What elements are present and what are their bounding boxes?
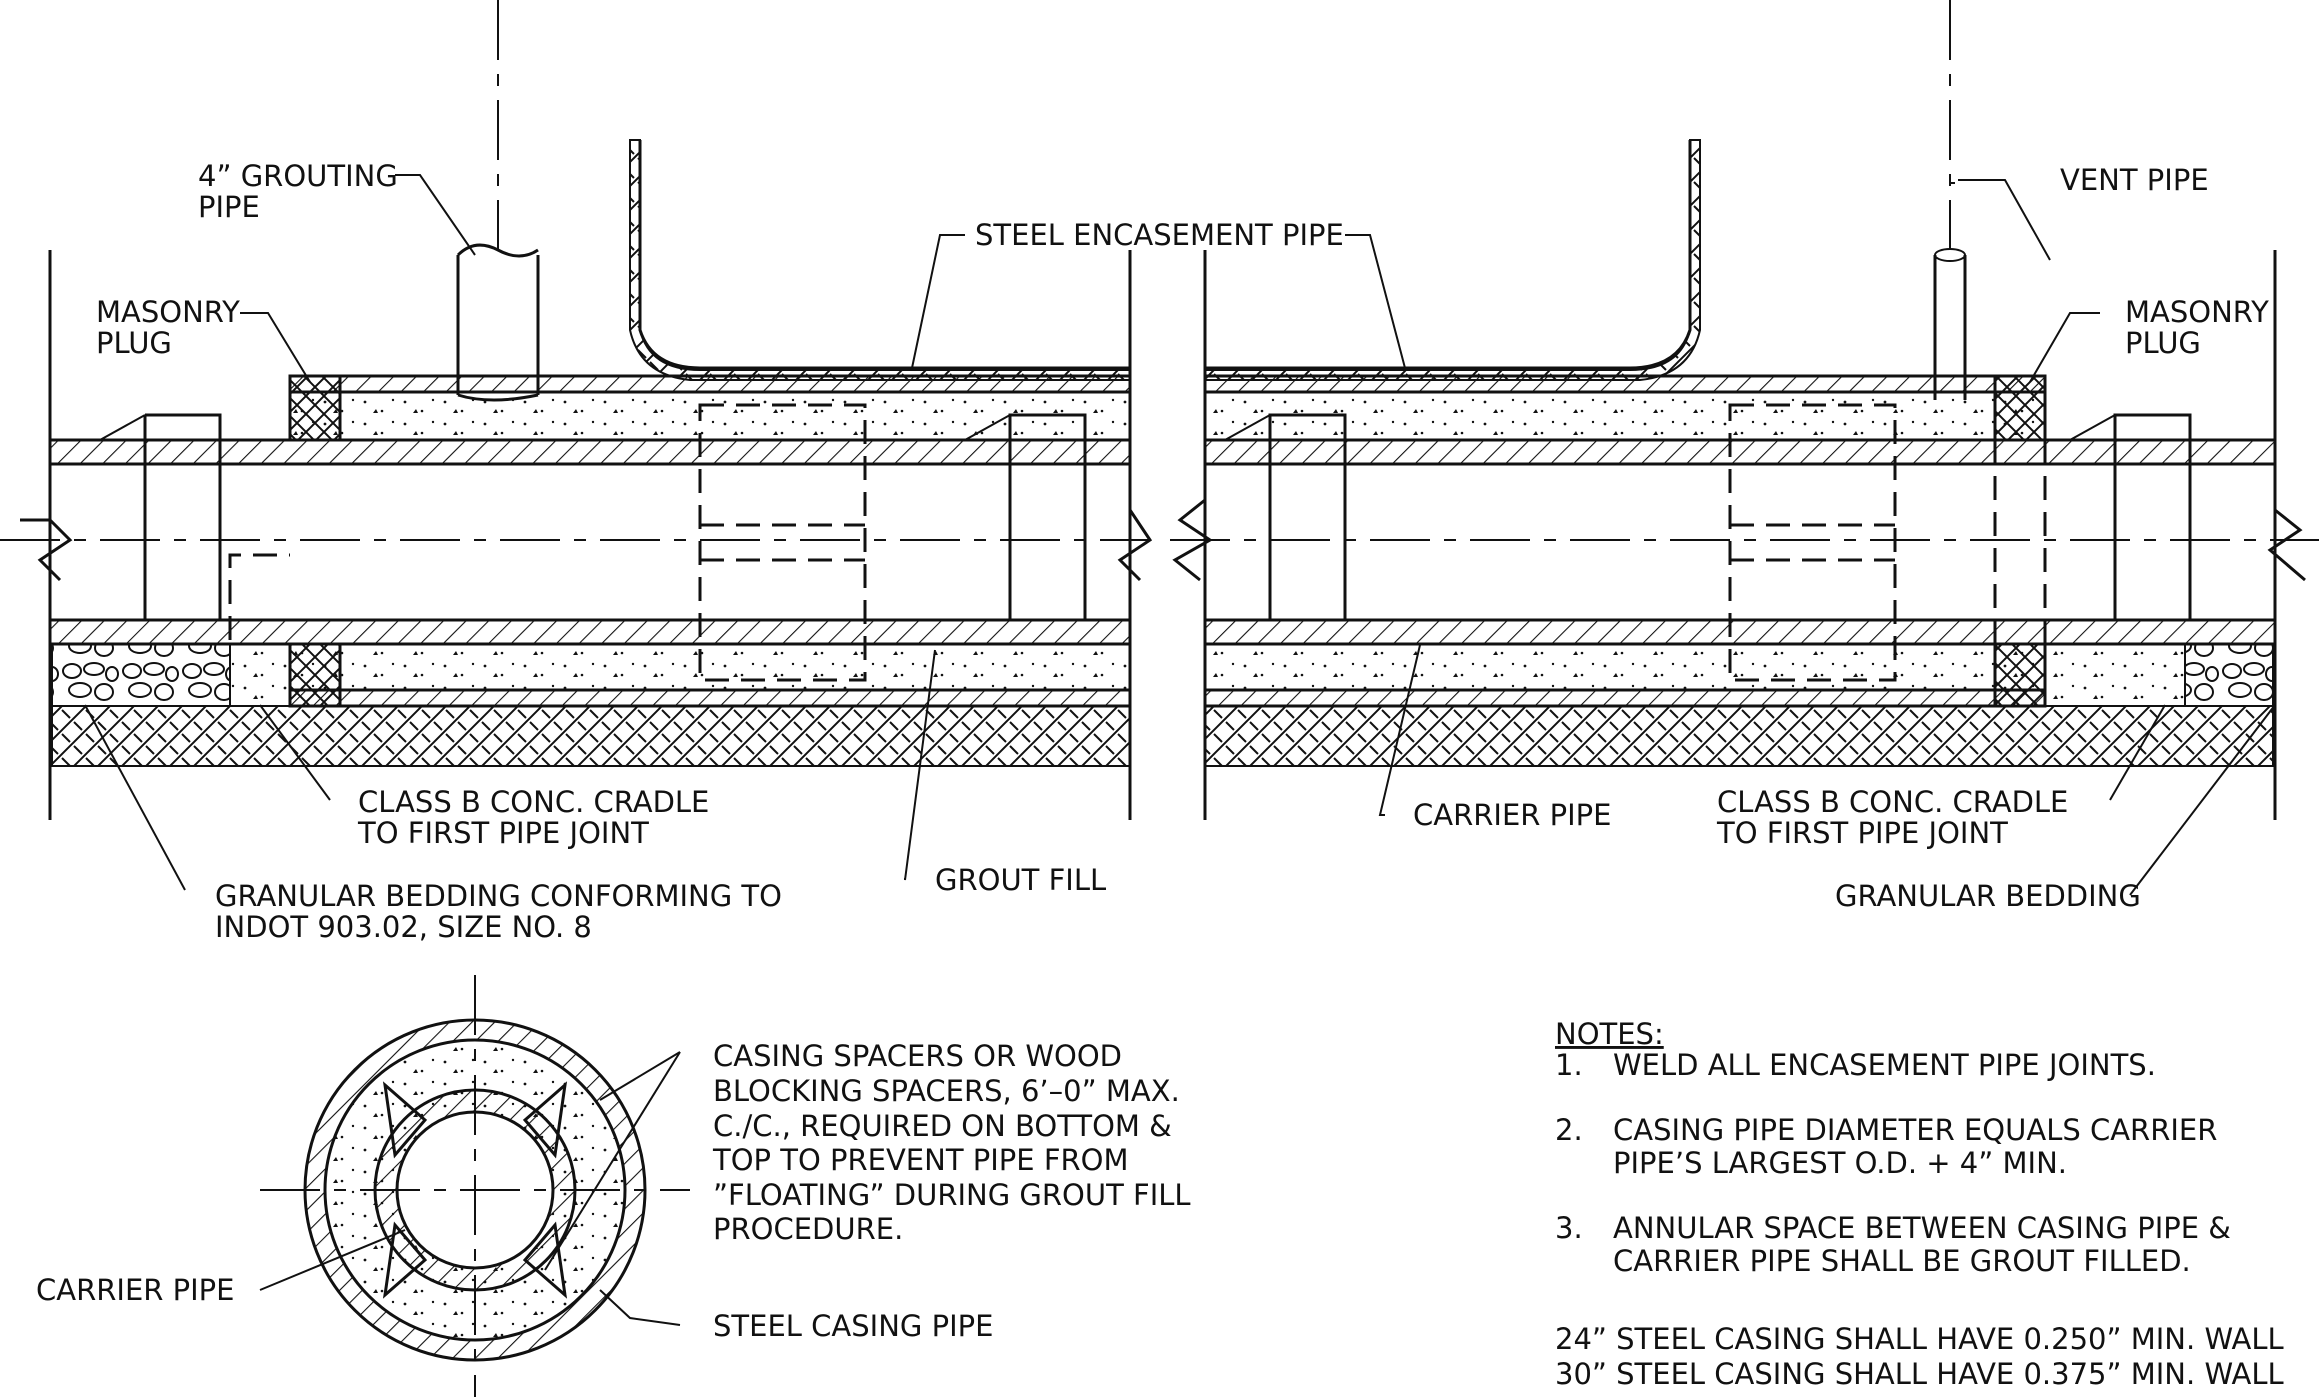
svg-text:2.: 2. xyxy=(1555,1113,1583,1147)
masonry-plug-right-label: MASONRY xyxy=(2125,295,2269,329)
cross-section xyxy=(260,975,690,1397)
leader-lines xyxy=(84,174,2276,1326)
svg-text:TOP TO PREVENT PIPE FROM: TOP TO PREVENT PIPE FROM xyxy=(712,1143,1129,1177)
svg-text:30” STEEL CASING SHALL HAVE 0.: 30” STEEL CASING SHALL HAVE 0.375” MIN. … xyxy=(1555,1357,2284,1391)
masonry-plug-left-label: MASONRY xyxy=(96,295,240,329)
svg-text:TO FIRST PIPE JOINT: TO FIRST PIPE JOINT xyxy=(357,816,649,850)
svg-text:TO FIRST PIPE JOINT: TO FIRST PIPE JOINT xyxy=(1716,816,2008,850)
svg-text:PROCEDURE.: PROCEDURE. xyxy=(713,1212,903,1246)
class-b-cradle-left-label: CLASS B CONC. CRADLE xyxy=(358,785,709,819)
svg-text:PIPE’S LARGEST O.D. + 4” MIN.: PIPE’S LARGEST O.D. + 4” MIN. xyxy=(1613,1146,2067,1180)
notes: NOTES: 1. WELD ALL ENCASEMENT PIPE JOINT… xyxy=(1555,1017,2284,1391)
svg-text:1.: 1. xyxy=(1555,1048,1583,1082)
carrier-pipe-right-label: CARRIER PIPE xyxy=(1413,798,1611,832)
svg-text:”FLOATING” DURING GROUT FILL: ”FLOATING” DURING GROUT FILL xyxy=(713,1178,1191,1212)
svg-text:MASONRY: MASONRY xyxy=(96,295,240,329)
left-section xyxy=(0,0,1153,820)
svg-text:CARRIER PIPE SHALL BE GROUT FI: CARRIER PIPE SHALL BE GROUT FILLED. xyxy=(1613,1244,2191,1278)
svg-text:CARRIER PIPE: CARRIER PIPE xyxy=(36,1273,234,1307)
svg-text:4” GROUTING: 4” GROUTING xyxy=(198,159,398,193)
svg-text:PLUG: PLUG xyxy=(96,326,172,360)
labels: 4” GROUTING PIPE MASONRY PLUG STEEL ENCA… xyxy=(36,159,2269,1343)
casing-spacers-label: CASING SPACERS OR WOOD xyxy=(713,1039,1122,1073)
svg-text:PLUG: PLUG xyxy=(2125,326,2201,360)
svg-text:CLASS B CONC. CRADLE: CLASS B CONC. CRADLE xyxy=(358,785,709,819)
svg-text:STEEL ENCASEMENT PIPE: STEEL ENCASEMENT PIPE xyxy=(975,218,1344,252)
note-1: WELD ALL ENCASEMENT PIPE JOINTS. xyxy=(1613,1048,2156,1082)
svg-text:ANNULAR SPACE BETWEEN CASING P: ANNULAR SPACE BETWEEN CASING PIPE & xyxy=(1613,1211,2231,1245)
svg-text:CARRIER PIPE: CARRIER PIPE xyxy=(1413,798,1611,832)
note-2: CASING PIPE DIAMETER EQUALS CARRIER xyxy=(1613,1113,2217,1147)
right-section xyxy=(1170,0,2319,820)
svg-text:24” STEEL CASING SHALL HAVE 0.: 24” STEEL CASING SHALL HAVE 0.250” MIN. … xyxy=(1555,1322,2284,1356)
svg-text:C./C., REQUIRED ON BOTTOM &: C./C., REQUIRED ON BOTTOM & xyxy=(713,1109,1172,1143)
svg-text:GRANULAR BEDDING: GRANULAR BEDDING xyxy=(1835,879,2141,913)
svg-text:CASING SPACERS OR WOOD: CASING SPACERS OR WOOD xyxy=(713,1039,1122,1073)
svg-text:CASING PIPE DIAMETER EQUALS CA: CASING PIPE DIAMETER EQUALS CARRIER xyxy=(1613,1113,2217,1147)
note-3: ANNULAR SPACE BETWEEN CASING PIPE & xyxy=(1613,1211,2231,1245)
carrier-pipe-cross-label: CARRIER PIPE xyxy=(36,1273,234,1307)
grouting-pipe-label: 4” GROUTING xyxy=(198,159,398,193)
svg-text:MASONRY: MASONRY xyxy=(2125,295,2269,329)
wall-note-24: 24” STEEL CASING SHALL HAVE 0.250” MIN. … xyxy=(1555,1322,2284,1356)
svg-text:GRANULAR BEDDING CONFORMING TO: GRANULAR BEDDING CONFORMING TO xyxy=(215,879,782,913)
svg-text:NOTES:: NOTES: xyxy=(1555,1017,1664,1051)
steel-casing-pipe-label: STEEL CASING PIPE xyxy=(713,1309,993,1343)
wall-note-30: 30” STEEL CASING SHALL HAVE 0.375” MIN. … xyxy=(1555,1357,2284,1391)
svg-text:CLASS B CONC. CRADLE: CLASS B CONC. CRADLE xyxy=(1717,785,2068,819)
granular-bedding-right-label: GRANULAR BEDDING xyxy=(1835,879,2141,913)
svg-text:BLOCKING SPACERS, 6’–0” MAX.: BLOCKING SPACERS, 6’–0” MAX. xyxy=(713,1074,1180,1108)
svg-text:PIPE: PIPE xyxy=(198,190,260,224)
grout-fill-label: GROUT FILL xyxy=(935,863,1106,897)
svg-text:3.: 3. xyxy=(1555,1211,1583,1245)
steel-encasement-pipe-label: STEEL ENCASEMENT PIPE xyxy=(975,218,1344,252)
class-b-cradle-right-label: CLASS B CONC. CRADLE xyxy=(1717,785,2068,819)
notes-heading: NOTES: xyxy=(1555,1017,1664,1051)
svg-text:STEEL CASING PIPE: STEEL CASING PIPE xyxy=(713,1309,993,1343)
svg-text:VENT PIPE: VENT PIPE xyxy=(2060,163,2209,197)
svg-text:WELD ALL ENCASEMENT PIPE JOINT: WELD ALL ENCASEMENT PIPE JOINTS. xyxy=(1613,1048,2156,1082)
granular-bedding-left-label: GRANULAR BEDDING CONFORMING TO xyxy=(215,879,782,913)
svg-text:INDOT 903.02, SIZE NO. 8: INDOT 903.02, SIZE NO. 8 xyxy=(215,910,592,944)
vent-pipe-label: VENT PIPE xyxy=(2060,163,2209,197)
svg-text:GROUT FILL: GROUT FILL xyxy=(935,863,1106,897)
